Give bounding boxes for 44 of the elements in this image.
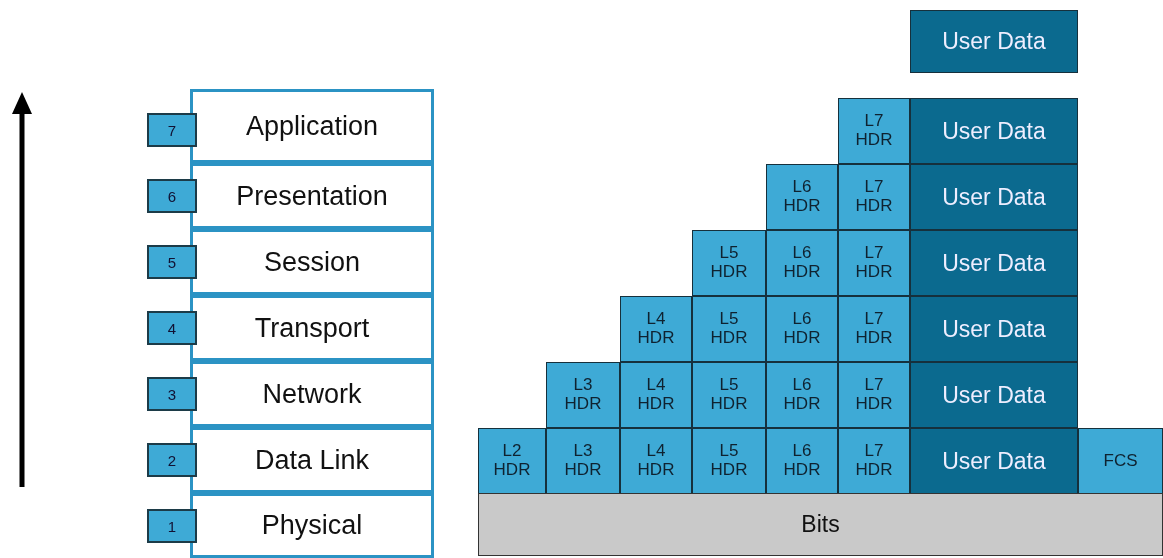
user-data-block: User Data bbox=[910, 10, 1078, 73]
header-block: L7 HDR bbox=[838, 164, 910, 230]
header-block: L7 HDR bbox=[838, 98, 910, 164]
header-block: L7 HDR bbox=[838, 362, 910, 428]
layer-number: 7 bbox=[147, 113, 197, 147]
layer-number: 6 bbox=[147, 179, 197, 213]
header-block: L5 HDR bbox=[692, 230, 766, 296]
layer-box: Data Link bbox=[190, 427, 434, 493]
bits-bar: Bits bbox=[478, 493, 1163, 556]
trailer-block: FCS bbox=[1078, 428, 1163, 494]
user-data-block: User Data bbox=[910, 362, 1078, 428]
header-block: L7 HDR bbox=[838, 428, 910, 494]
user-data-block: User Data bbox=[910, 98, 1078, 164]
layer-number: 4 bbox=[147, 311, 197, 345]
user-data-block: User Data bbox=[910, 428, 1078, 494]
layer-box: Session bbox=[190, 229, 434, 295]
layer-box: Transport bbox=[190, 295, 434, 361]
user-data-block: User Data bbox=[910, 164, 1078, 230]
layer-number: 2 bbox=[147, 443, 197, 477]
header-block: L6 HDR bbox=[766, 230, 838, 296]
header-block: L6 HDR bbox=[766, 164, 838, 230]
layer-number: 5 bbox=[147, 245, 197, 279]
header-block: L2 HDR bbox=[478, 428, 546, 494]
user-data-block: User Data bbox=[910, 296, 1078, 362]
header-block: L4 HDR bbox=[620, 362, 692, 428]
layer-box: Presentation bbox=[190, 163, 434, 229]
header-block: L4 HDR bbox=[620, 296, 692, 362]
header-block: L5 HDR bbox=[692, 428, 766, 494]
layer-box: Physical bbox=[190, 493, 434, 558]
header-block: L6 HDR bbox=[766, 428, 838, 494]
header-block: L6 HDR bbox=[766, 362, 838, 428]
header-block: L4 HDR bbox=[620, 428, 692, 494]
header-block: L3 HDR bbox=[546, 362, 620, 428]
layer-number: 3 bbox=[147, 377, 197, 411]
layer-box: Application bbox=[190, 89, 434, 163]
user-data-block: User Data bbox=[910, 230, 1078, 296]
header-block: L6 HDR bbox=[766, 296, 838, 362]
header-block: L3 HDR bbox=[546, 428, 620, 494]
layer-box: Network bbox=[190, 361, 434, 427]
header-block: L5 HDR bbox=[692, 362, 766, 428]
header-block: L5 HDR bbox=[692, 296, 766, 362]
layer-number: 1 bbox=[147, 509, 197, 543]
header-block: L7 HDR bbox=[838, 296, 910, 362]
header-block: L7 HDR bbox=[838, 230, 910, 296]
